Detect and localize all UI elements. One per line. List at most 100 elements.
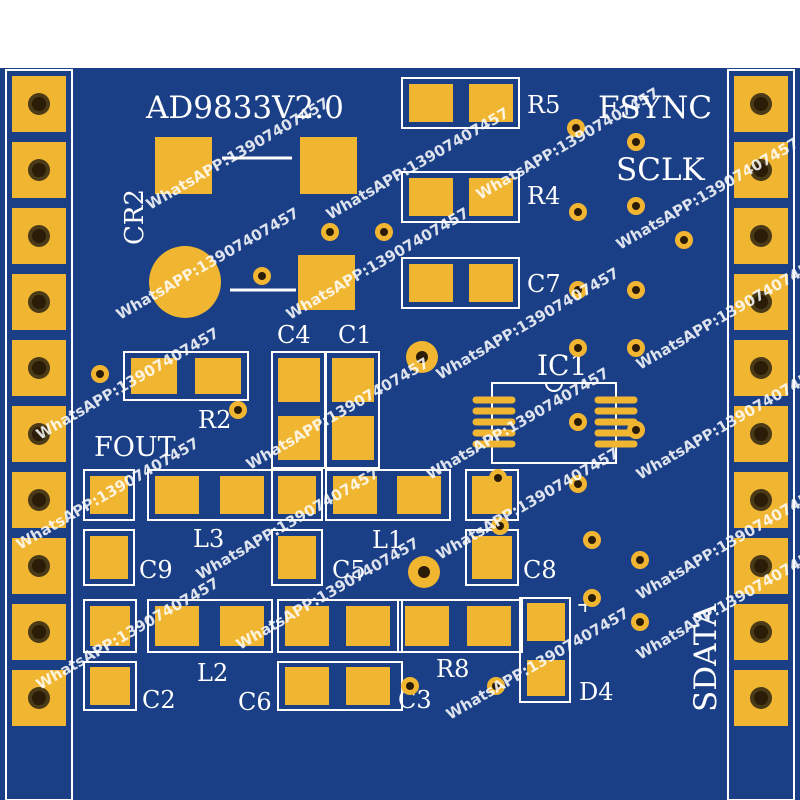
cr2-pad-bottom [298, 255, 355, 310]
c2-label: C2 [142, 686, 176, 714]
via-hole [496, 522, 504, 530]
c9-label: C9 [139, 556, 173, 584]
left-header-pins [12, 76, 66, 726]
via-hole [492, 682, 500, 690]
r4-pad-1 [409, 178, 453, 216]
r4-label: R4 [527, 182, 560, 210]
ic1-component: IC1 [472, 349, 638, 464]
header-hole-inner [32, 493, 46, 507]
via-hole [632, 344, 640, 352]
r5-label: R5 [527, 91, 560, 119]
pad-row-lower [83, 529, 519, 586]
r5-outline [401, 77, 520, 129]
via-hole [572, 124, 580, 132]
header-hole-inner [32, 229, 46, 243]
header-hole-inner [32, 163, 46, 177]
left-header-outline [5, 69, 73, 800]
c4-pad-1 [278, 358, 320, 402]
via-hole [632, 138, 640, 146]
sclk-label: SCLK [616, 152, 706, 188]
header-hole-inner [32, 361, 46, 375]
header-hole-inner [32, 691, 46, 705]
ic1-left-pins [472, 396, 516, 448]
cr2-component: CR2 [120, 137, 357, 318]
r2-outline [123, 351, 249, 401]
watermark: WhatsAPP:13907407457 [163, 0, 352, 23]
via-hole [326, 228, 334, 236]
via-hole [588, 594, 596, 602]
right-header-pin [734, 76, 788, 132]
right-header-pins [734, 76, 788, 726]
via-hole [680, 236, 688, 244]
right-header-pin [734, 208, 788, 264]
c1-pad-1 [332, 358, 374, 402]
via-hole [574, 344, 582, 352]
header-hole-inner [754, 691, 768, 705]
c7-label: C7 [527, 270, 561, 298]
c1-label: C1 [338, 321, 372, 349]
r4-pad-2 [469, 178, 513, 216]
right-header-pin [734, 142, 788, 198]
via-hole [494, 474, 502, 482]
cr2-label: CR2 [120, 189, 150, 245]
ic1-notch [545, 382, 563, 392]
right-header-pin [734, 406, 788, 462]
left-header-pin [12, 604, 66, 660]
right-header-pin [734, 274, 788, 330]
c8-label: C8 [523, 556, 557, 584]
header-hole-inner [32, 625, 46, 639]
r8-label: R8 [436, 655, 469, 683]
c6-label: C6 [238, 688, 272, 716]
left-header-pin [12, 274, 66, 330]
right-header-outline [727, 69, 795, 800]
c1-component [325, 351, 380, 469]
c7-outline [401, 257, 520, 309]
left-header-pin [12, 208, 66, 264]
via-hole [632, 286, 640, 294]
via-hole [406, 682, 414, 690]
header-hole-inner [754, 625, 768, 639]
header-hole-inner [32, 559, 46, 573]
left-header-pin [12, 76, 66, 132]
r4-component: R4 [401, 171, 560, 223]
cr2-pad-right [300, 137, 357, 194]
cr2-round-pad [149, 246, 221, 318]
l3-label: L3 [193, 525, 224, 553]
left-header-pin [12, 472, 66, 528]
large-vias [406, 341, 440, 588]
via-hole [258, 272, 266, 280]
sdata-label: SDATA [688, 603, 724, 712]
c7-pad-1 [409, 264, 453, 302]
right-header-pin [734, 340, 788, 396]
c5-label: C5 [332, 556, 366, 584]
d4-label: D4 [579, 678, 614, 706]
via-hole [96, 370, 104, 378]
header-hole-inner [32, 97, 46, 111]
watermark: WhatsAPP:13907407457 [553, 0, 742, 63]
left-header-pin [12, 538, 66, 594]
right-header-pin [734, 538, 788, 594]
via-hole [632, 426, 640, 434]
header-hole-inner [32, 427, 46, 441]
header-hole-inner [754, 295, 768, 309]
via-hole [636, 556, 644, 564]
header-hole-inner [754, 427, 768, 441]
via-hole [574, 418, 582, 426]
c4-pad-2 [278, 416, 320, 460]
r2-pad-2 [195, 358, 241, 394]
pad-row-bottom [83, 597, 571, 711]
board-title: AD9833V2.0 [145, 90, 344, 126]
pcb-substrate [0, 68, 800, 800]
via-hole [574, 480, 582, 488]
fsync-label: FSYNC [598, 90, 712, 126]
r2-pad-1 [131, 358, 177, 394]
header-hole-inner [32, 295, 46, 309]
left-header-pin [12, 406, 66, 462]
left-header-pin [12, 670, 66, 726]
l2-label: L2 [197, 659, 228, 687]
r4-outline [401, 171, 520, 223]
via-hole [574, 286, 582, 294]
header-hole-inner [754, 493, 768, 507]
left-header-pin [12, 340, 66, 396]
